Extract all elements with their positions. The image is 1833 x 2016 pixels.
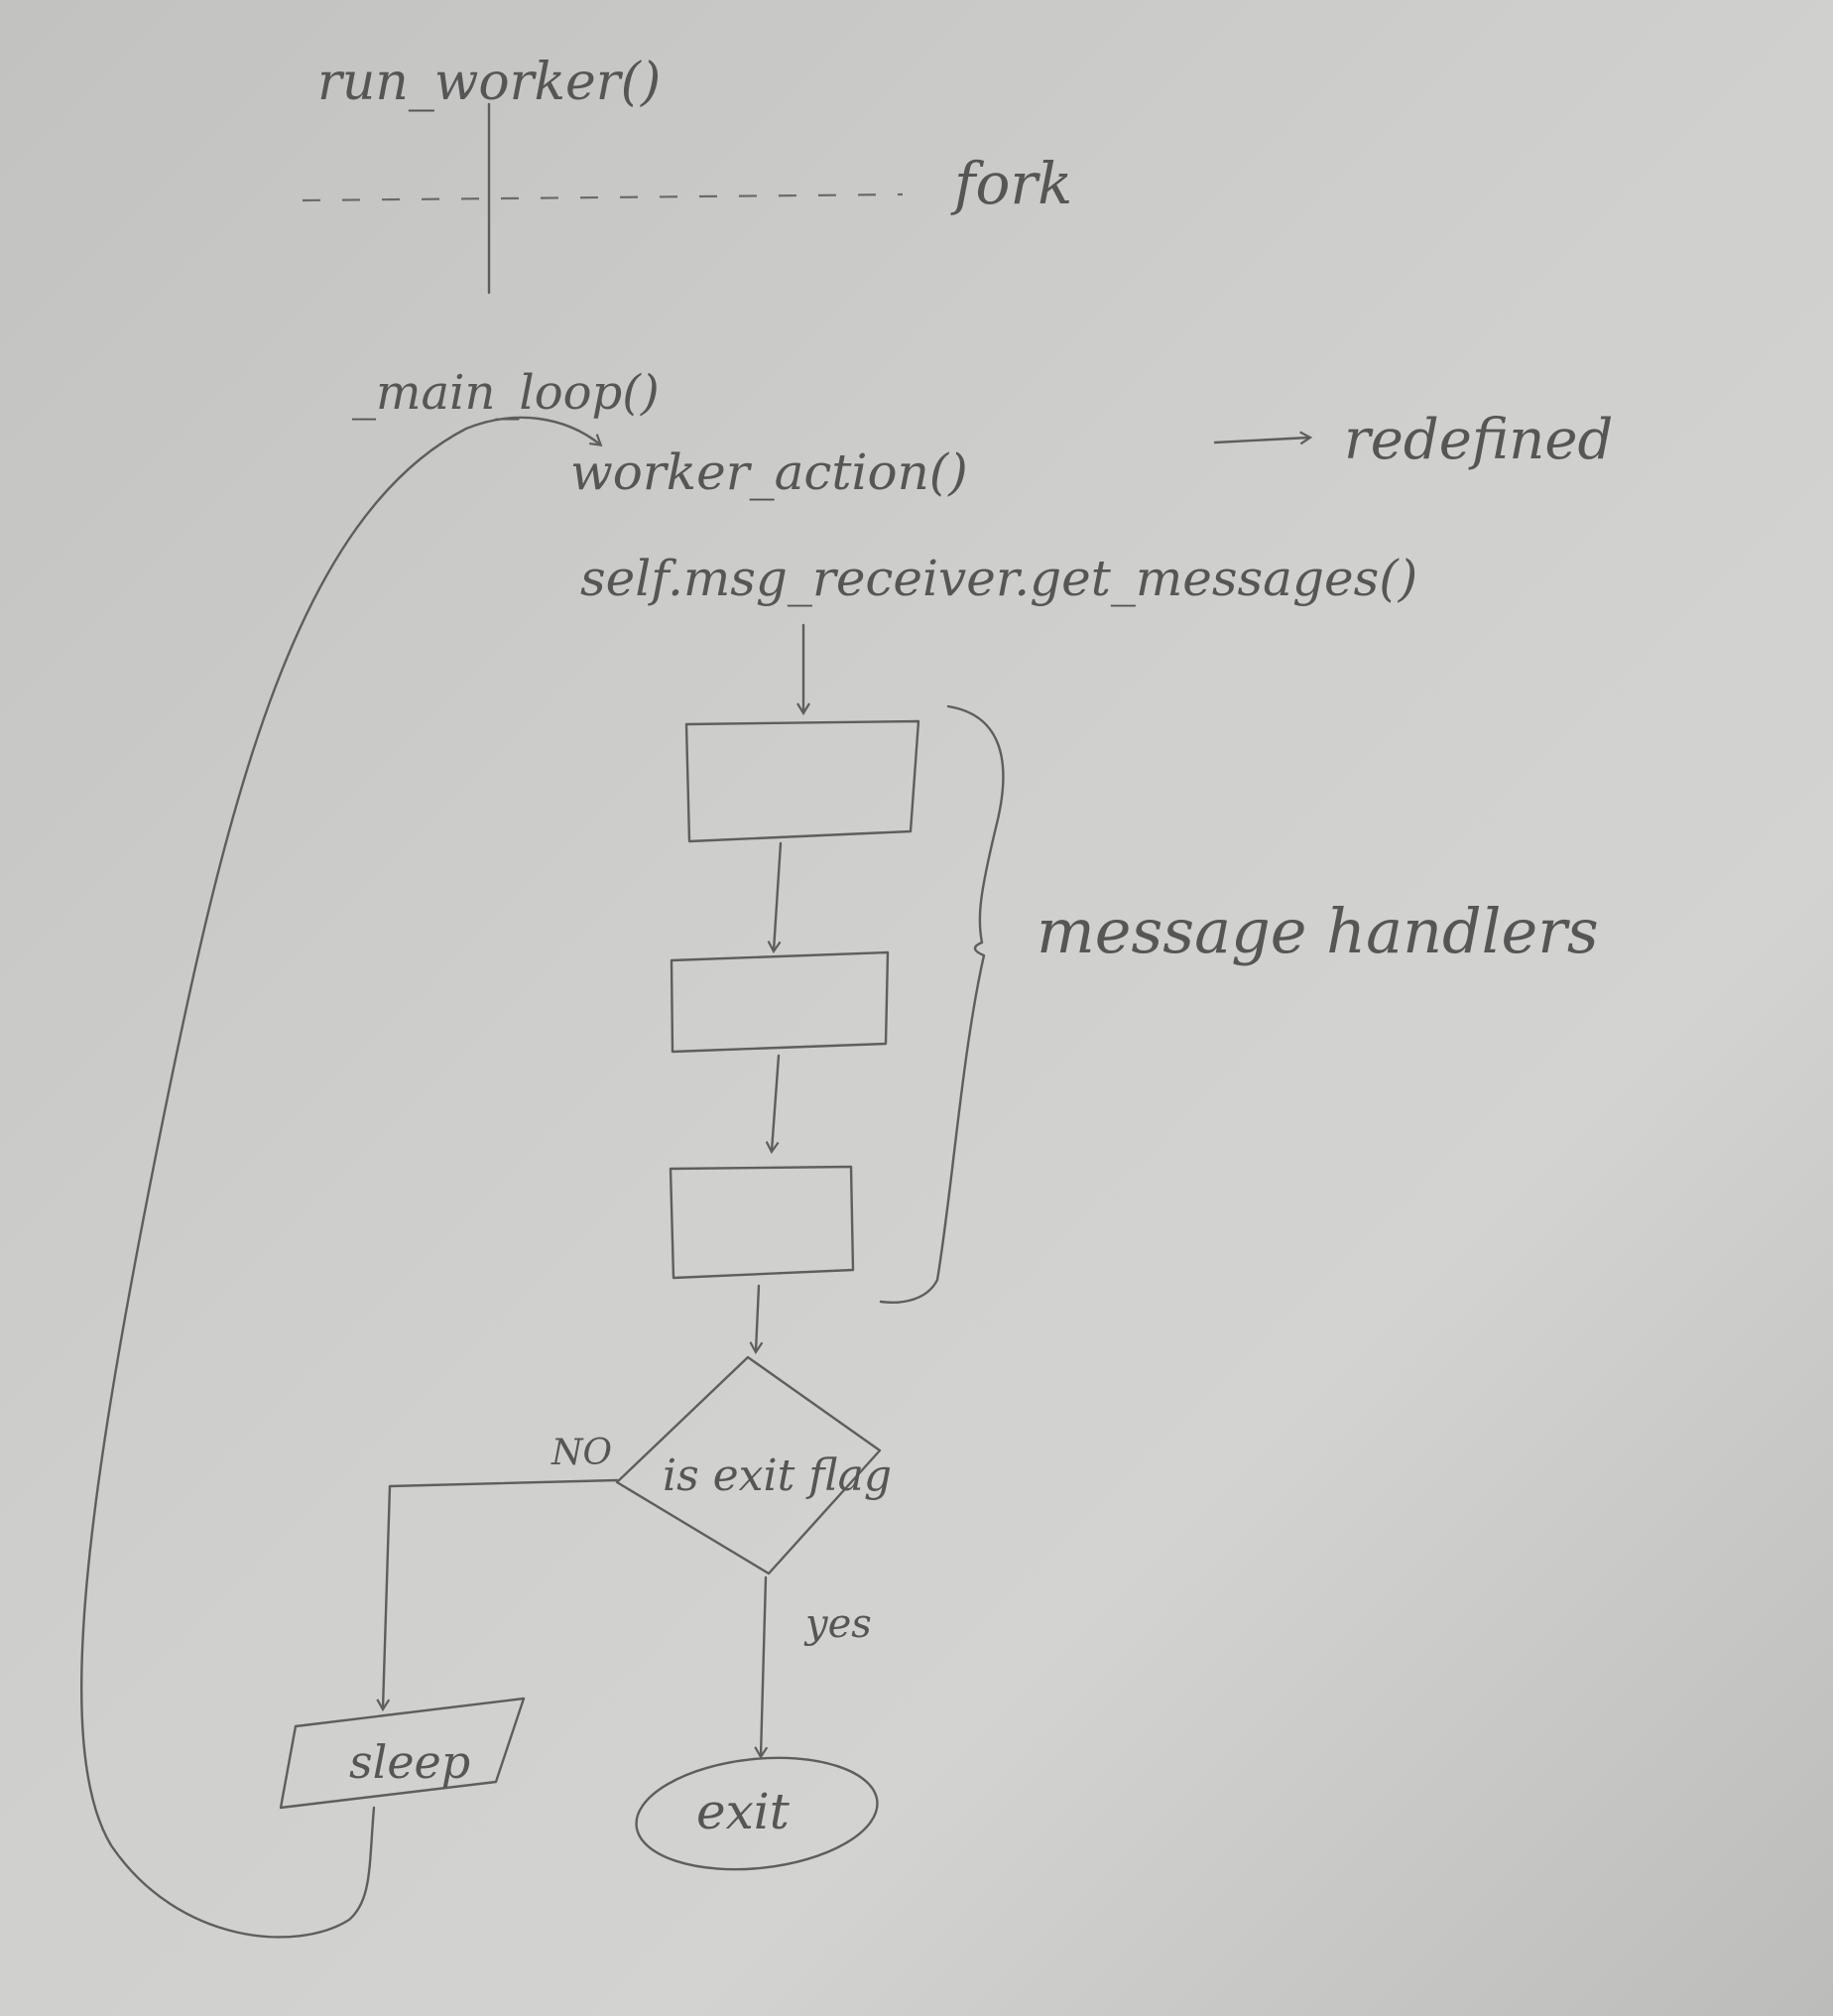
message-handlers-brace: [879, 704, 1005, 1304]
sleep-box: [279, 1697, 526, 1810]
handler-arrow-2: [765, 1054, 781, 1155]
run-worker-label: run_worker(): [317, 53, 661, 112]
exit-terminal: [635, 1756, 879, 1871]
get-messages-label: self.msg_receiver.get_messages(): [580, 550, 1417, 607]
yes-branch-arrow: [754, 1575, 769, 1760]
message-handler-box-1: [684, 719, 920, 843]
worker-action-label: worker_action(): [570, 443, 968, 501]
sleep-label: sleep: [349, 1735, 470, 1789]
message-handler-box-2: [670, 950, 890, 1054]
handler-arrow-1: [767, 841, 783, 954]
fork-dashed-line: [302, 192, 904, 202]
no-label: NO: [550, 1433, 612, 1473]
fork-label: fork: [950, 150, 1072, 217]
redefined-arrow: [1213, 431, 1313, 445]
redefined-label: redefined: [1344, 408, 1613, 472]
loop-back-arrow: [80, 416, 603, 1939]
no-branch-arrow: [376, 1478, 619, 1712]
main-loop-label: _main_loop(): [352, 365, 660, 421]
yes-label: yes: [803, 1601, 872, 1647]
exit-label: exit: [696, 1783, 791, 1840]
message-handlers-label: message handlers: [1037, 895, 1599, 967]
message-handler-box-3: [669, 1165, 855, 1280]
exit-flag-decision: [615, 1355, 882, 1575]
handler-to-decision-arrow: [749, 1284, 764, 1355]
decision-label: is exit flag: [663, 1450, 892, 1501]
